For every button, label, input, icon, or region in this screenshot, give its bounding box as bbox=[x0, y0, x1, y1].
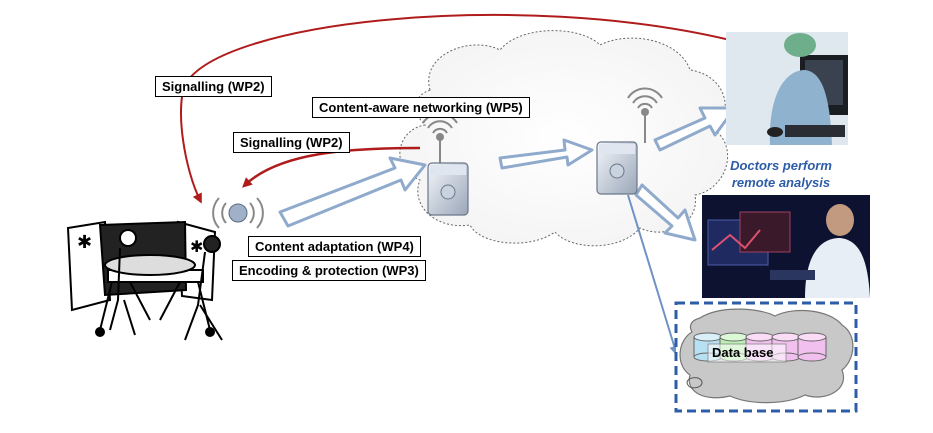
arrow-server-to-server bbox=[498, 138, 594, 170]
data-flow-arrows bbox=[278, 106, 737, 242]
antenna-icon bbox=[627, 87, 663, 143]
antenna-icon bbox=[422, 112, 458, 165]
wireless-transmitter-icon bbox=[212, 197, 264, 229]
doctors-caption-line2: remote analysis bbox=[731, 175, 831, 190]
link-to-database bbox=[627, 194, 680, 356]
content-adaptation-label: Content adaptation (WP4) bbox=[248, 236, 421, 257]
server-node-1 bbox=[422, 112, 469, 216]
doctors-caption-line1: Doctors perform bbox=[730, 158, 832, 173]
database-panel bbox=[674, 301, 858, 413]
signalling-label-mid: Signalling (WP2) bbox=[233, 132, 350, 153]
encoding-protection-label: Encoding & protection (WP3) bbox=[232, 260, 426, 281]
arrow-to-doctor-bottom bbox=[634, 183, 697, 242]
content-aware-networking-label: Content-aware networking (WP5) bbox=[312, 97, 530, 118]
svg-text:✱: ✱ bbox=[190, 237, 203, 256]
server-node-2 bbox=[596, 87, 663, 195]
arrow-ambulance-to-server bbox=[278, 156, 427, 228]
ambulance-illustration: ✱ ✱ bbox=[66, 220, 223, 341]
database-label: Data base bbox=[712, 345, 774, 360]
doctor-photo-bottom bbox=[702, 195, 870, 298]
doctors-caption: Doctors perform remote analysis bbox=[706, 157, 856, 191]
signalling-arrow-mid bbox=[242, 146, 421, 188]
arrow-to-doctor-top bbox=[653, 106, 737, 152]
svg-text:✱: ✱ bbox=[77, 232, 92, 253]
signalling-arrow-top bbox=[180, 14, 731, 204]
signalling-label-top: Signalling (WP2) bbox=[155, 76, 272, 97]
doctor-photo-top bbox=[726, 32, 848, 145]
